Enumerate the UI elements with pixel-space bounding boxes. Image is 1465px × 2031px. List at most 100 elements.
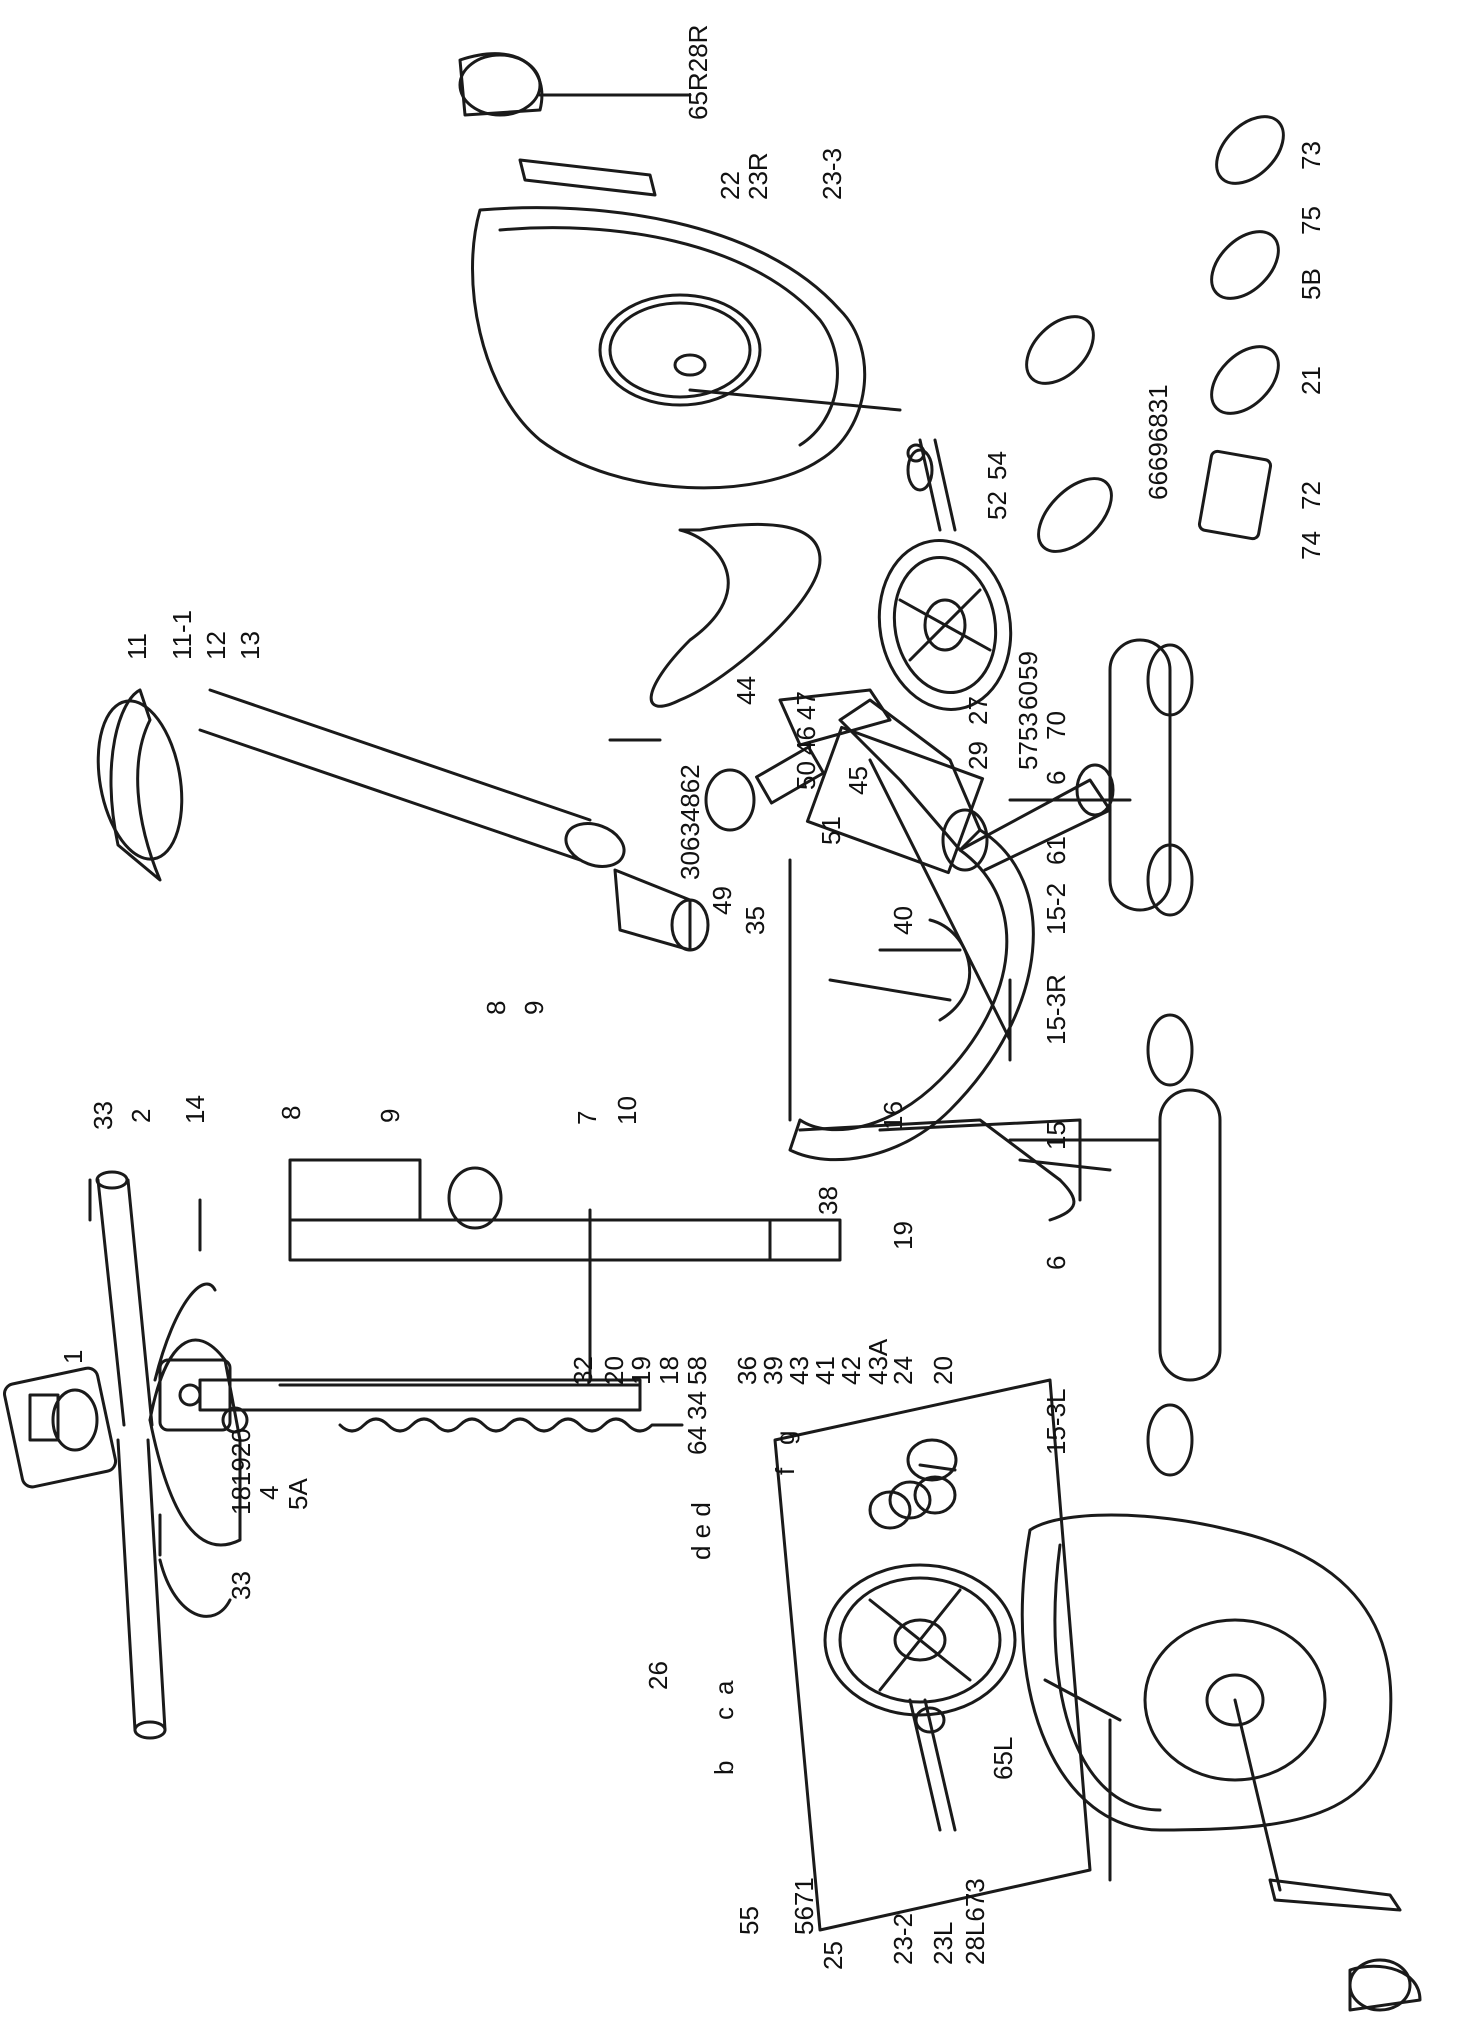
label-45: 45 [843,766,873,795]
label-33b: 33 [226,1571,256,1600]
label-30634862: 30634862 [675,764,705,880]
main-frame [788,698,1115,1222]
label-8a: 8 [276,1105,306,1120]
label-6a: 6 [1041,770,1071,785]
label-74: 74 [1296,531,1326,560]
label-34: 34 [682,1391,712,1420]
label-54: 54 [982,451,1012,480]
label-35: 35 [740,906,770,935]
label-43: 43 [784,1356,814,1385]
cable-5a [338,1417,684,1433]
label-39: 39 [758,1356,788,1385]
seat-and-tube [96,688,710,952]
label-24: 24 [888,1356,918,1385]
label-50: 50 [791,761,821,790]
label-11: 11 [122,633,152,660]
label-25: 25 [818,1941,848,1970]
label-29: 29 [963,741,993,770]
label-19b: 19 [626,1356,656,1385]
label-27: 27 [963,696,993,725]
label-42: 42 [836,1356,866,1385]
label-15-2: 15-2 [1041,882,1071,935]
label-20b: 20 [599,1356,629,1385]
label-b: b [709,1760,739,1775]
label-7: 7 [572,1110,602,1125]
label-19a: 19 [888,1221,918,1250]
label-72: 72 [1296,481,1326,510]
label-38: 38 [813,1186,843,1215]
crank-set-box [773,1378,1092,1932]
label-1: 1 [58,1349,88,1364]
label-g: g [770,1430,800,1445]
flywheel [877,539,1013,711]
label-58: 58 [682,1356,712,1385]
label-15: 15 [1041,1121,1071,1150]
label-47: 47 [791,691,821,720]
label-ded: d e d [686,1502,716,1560]
handlebar-stem [158,1358,642,1434]
label-73: 73 [1296,141,1326,170]
label-44: 44 [731,676,761,705]
left-cover [1020,1513,1393,1892]
label-23-3: 23-3 [817,147,847,200]
label-32: 32 [568,1356,598,1385]
label-33a: 33 [88,1101,118,1130]
label-28L673: 28L673 [960,1878,990,1965]
label-5671: 5671 [789,1877,819,1935]
seat-post [288,1158,842,1262]
label-18: 18 [654,1356,684,1385]
label-64: 64 [682,1426,712,1455]
front-stabilizer [1146,1013,1222,1477]
label-36: 36 [732,1356,762,1385]
label-181920: 181920 [226,1428,256,1515]
label-a: a [709,1680,739,1695]
label-23R: 23R [743,152,773,200]
label-41: 41 [810,1356,840,1385]
label-52: 52 [982,491,1012,520]
leader-lines [88,738,1162,1882]
label-21: 21 [1296,366,1326,395]
label-70: 70 [1041,711,1071,740]
rear-stabilizer [1108,638,1194,917]
label-43A: 43A [863,1338,893,1385]
right-cover [471,206,902,490]
label-26: 26 [643,1661,673,1690]
label-4: 4 [254,1485,284,1500]
belt-44 [649,522,822,708]
label-11-1: 11-1 [167,609,197,660]
console-part [3,1366,118,1489]
label-22: 22 [715,171,745,200]
label-59: 59 [1013,651,1043,680]
label-14: 14 [180,1095,210,1124]
label-16: 16 [878,1101,908,1130]
label-12: 12 [201,631,231,660]
label-10: 10 [612,1096,642,1125]
label-55: 55 [734,1906,764,1935]
label-75: 75 [1296,206,1326,235]
label-40: 40 [888,906,918,935]
label-51: 51 [816,816,846,845]
label-5A: 5A [283,1478,313,1510]
brake-assembly [704,688,971,1022]
label-f: f [770,1467,800,1475]
label-5753: 5753 [1013,712,1043,770]
label-46: 46 [791,726,821,755]
label-13: 13 [235,631,265,660]
label-15-3L: 15-3L [1041,1388,1071,1456]
label-15-3R: 15-3R [1041,974,1071,1045]
label-c: c [709,1707,739,1720]
label-6b: 6 [1041,1255,1071,1270]
label-23L: 23L [928,1921,958,1965]
label-20a: 20 [928,1356,958,1385]
left-crank-pedal [1268,1878,1422,2012]
label-23-2: 23-2 [888,1912,918,1965]
label-8b: 8 [481,1000,511,1015]
wiring-harness [1025,115,1285,553]
label-65L: 65L [988,1736,1018,1780]
crank-axle [906,438,957,532]
label-9a: 9 [375,1108,405,1123]
label-9b: 9 [519,1000,549,1015]
label-61: 61 [1041,836,1071,865]
